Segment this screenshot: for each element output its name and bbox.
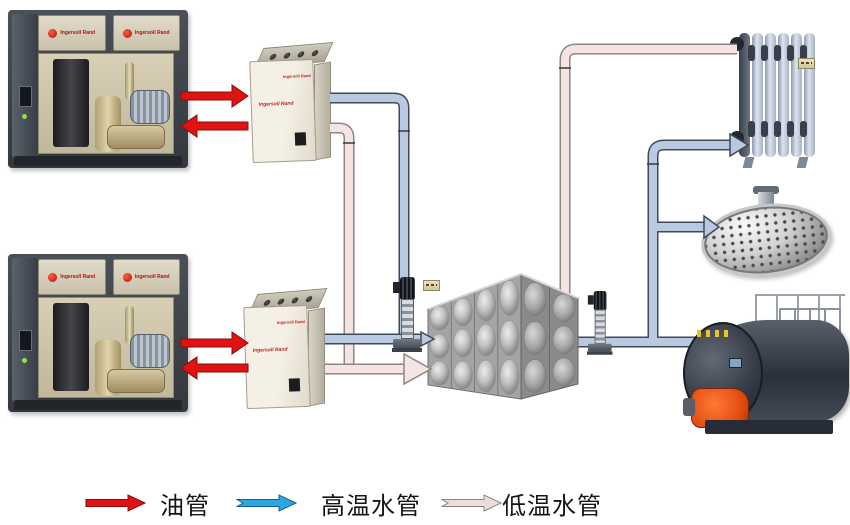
airend-unit — [107, 369, 165, 393]
boiler-nameplate — [729, 358, 742, 368]
pump-feet — [587, 351, 613, 355]
compressor-base — [14, 400, 182, 410]
radiator-section — [800, 33, 815, 157]
compressor-brand-panel: Ingersoll Rand — [112, 259, 180, 295]
legend-hot-water-arrow-icon — [236, 494, 298, 512]
oil-pipe-arrows — [180, 84, 249, 380]
pipe-low-temp-water — [330, 43, 737, 372]
pump-base — [587, 343, 612, 352]
cooler-module — [53, 303, 89, 391]
pipe-high-temp-water — [330, 92, 750, 348]
boiler — [683, 292, 850, 444]
pump-right — [587, 291, 613, 357]
legend-oil-arrow-icon — [85, 494, 147, 512]
brand-label: Ingersoll Rand — [134, 274, 170, 280]
compressor-brand-panel: Ingersoll Rand — [38, 15, 106, 51]
radiator-section — [787, 33, 802, 157]
status-led — [22, 114, 27, 119]
pipe-low-temp-water-to-tank — [325, 352, 433, 386]
oil-arrow-left — [180, 114, 249, 138]
radiator-section — [774, 33, 789, 157]
pump-motor — [400, 277, 415, 299]
arrow-to-radiator — [729, 132, 750, 158]
controller-display — [19, 330, 32, 351]
brand-label: Ingersoll Rand — [60, 30, 96, 36]
compressor-brand-panel: Ingersoll Rand — [38, 259, 106, 295]
pump-stage-column — [594, 309, 606, 344]
ingersoll-rand-logo-icon — [48, 28, 58, 38]
air-compressor-2: Ingersoll Rand Ingersoll Rand — [8, 254, 188, 412]
boiler-base — [705, 420, 833, 434]
label-tag — [423, 280, 440, 291]
compressor-control-column — [12, 14, 38, 158]
air-compressor-1: Ingersoll Rand Ingersoll Rand — [8, 10, 188, 168]
radiator-section — [739, 33, 750, 157]
tank-panel-domes — [429, 280, 520, 395]
oil-arrow-right — [180, 84, 249, 108]
shower-arm-flange — [753, 186, 779, 194]
airend-unit — [107, 125, 165, 149]
cooler-module — [53, 59, 89, 147]
pump-terminal-box — [587, 295, 594, 305]
arrow-to-shower — [703, 214, 721, 240]
oil-arrow-left — [180, 356, 249, 380]
radiator-section — [761, 33, 776, 157]
arrow-into-tank-cold — [403, 352, 433, 386]
pipe-joints — [343, 67, 659, 165]
compressor-interior — [38, 297, 174, 398]
legend-label-oil: 油管 — [160, 493, 210, 520]
radiator — [736, 33, 820, 167]
controller-display — [19, 86, 32, 107]
brand-label: Ingersoll Rand — [134, 30, 170, 36]
pump-feet — [392, 348, 422, 352]
legend-low-temp-arrow-icon — [441, 494, 503, 512]
ingersoll-rand-logo-icon — [48, 272, 58, 282]
ingersoll-rand-logo-icon — [122, 28, 132, 38]
compressor-interior — [38, 53, 174, 154]
legend-label-low-temp-water: 低温水管 — [502, 493, 602, 520]
interior-pipe — [125, 62, 134, 100]
drive-motor — [130, 90, 170, 124]
ingersoll-rand-logo-icon — [122, 272, 132, 282]
boiler-valves — [697, 330, 731, 337]
compressor-control-column — [12, 258, 38, 402]
compressor-base — [14, 156, 182, 166]
pump-left — [392, 277, 422, 355]
pump-terminal-box — [393, 282, 400, 293]
shower-head — [697, 186, 835, 283]
water-tank — [426, 272, 580, 400]
burner-snout — [683, 398, 695, 416]
pump-motor — [593, 291, 607, 310]
brand-label: Ingersoll Rand — [60, 274, 96, 280]
oil-arrow-right — [180, 331, 249, 355]
compressor-brand-panel: Ingersoll Rand — [112, 15, 180, 51]
arrow-into-tank-hot — [420, 330, 436, 348]
pump-stage-column — [401, 299, 414, 339]
radiator-section — [748, 33, 763, 157]
tank-panel-domes-side — [523, 282, 576, 393]
status-led — [22, 358, 27, 363]
interior-pipe — [125, 306, 134, 344]
pump-base — [393, 339, 421, 348]
legend-label-hot-water: 高温水管 — [321, 493, 421, 520]
label-tag — [798, 58, 815, 69]
drive-motor — [130, 334, 170, 368]
